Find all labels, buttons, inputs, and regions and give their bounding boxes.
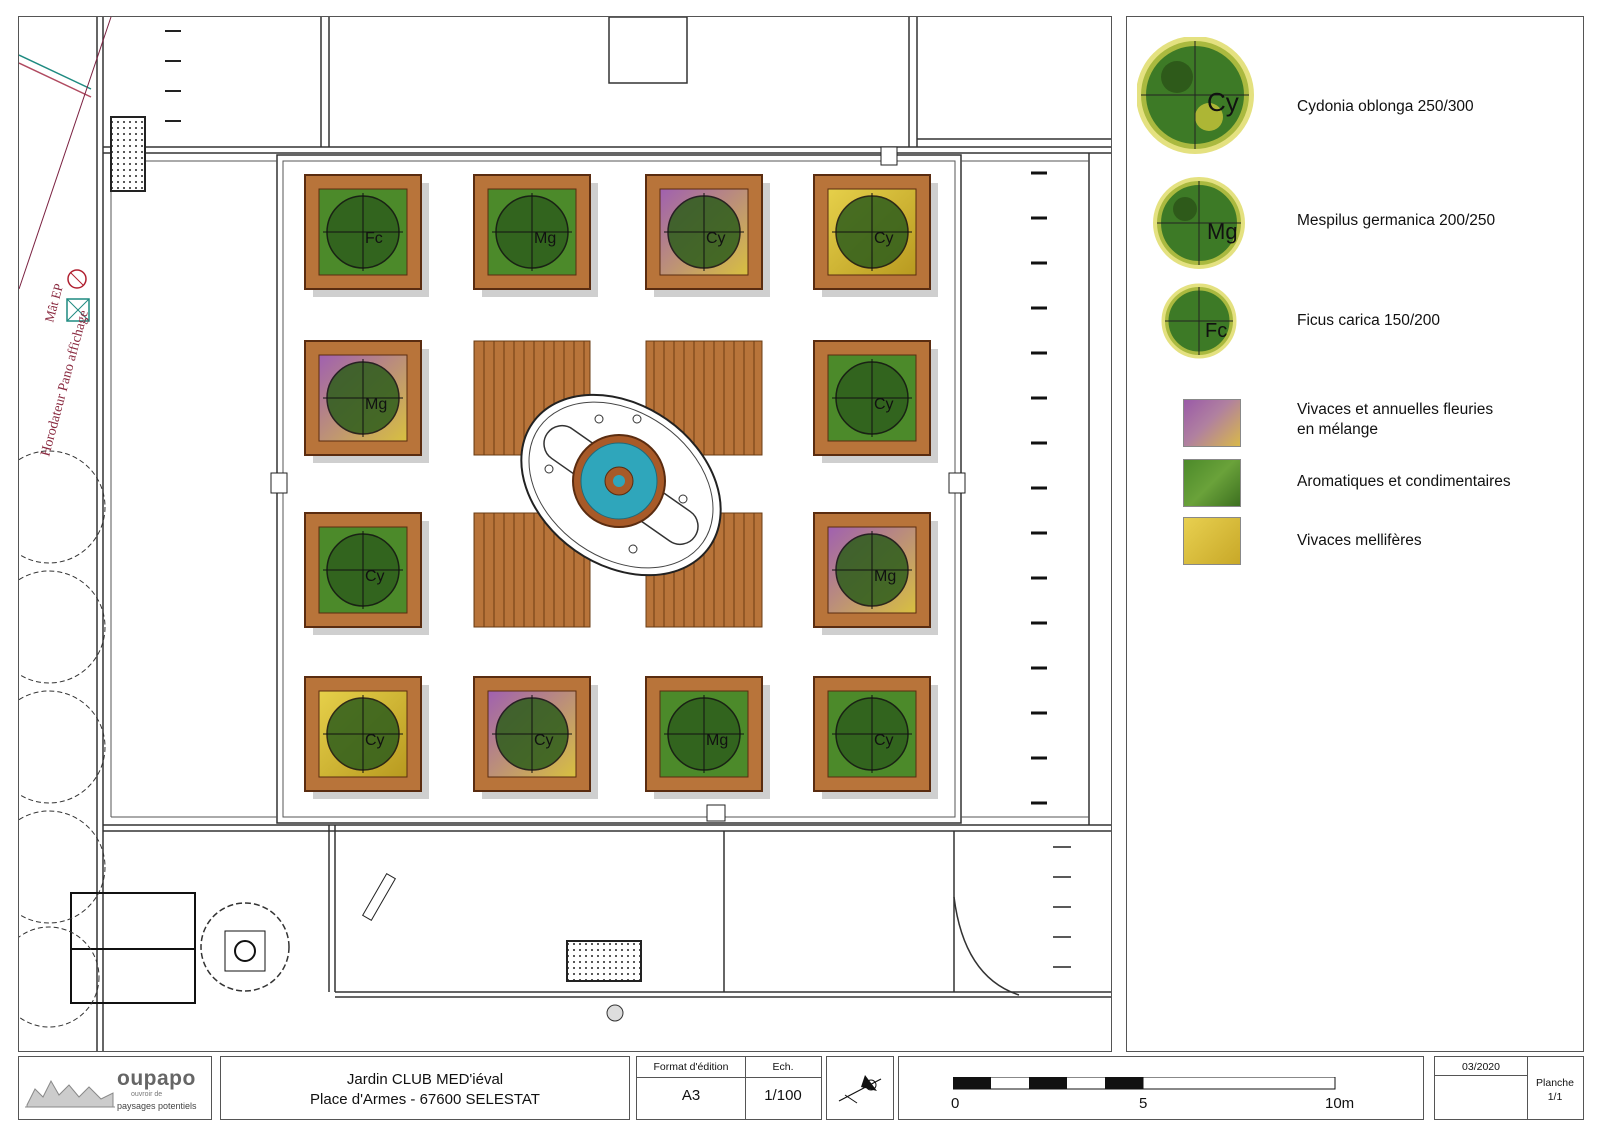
scale-value: 1/100: [764, 1087, 802, 1104]
logo-small: ouvroir de: [131, 1091, 163, 1098]
planter-box: Cy: [645, 174, 770, 297]
tree-code-label: Mg: [874, 568, 896, 585]
yellow-swatch-icon: [1183, 517, 1241, 565]
planter-box: Mg: [645, 676, 770, 799]
tree-canopy-outline: [200, 902, 290, 992]
legend-panel: Cy Cydonia oblonga 250/300 Mg Mespilus g…: [1126, 16, 1584, 1052]
tree-code-label: Cy: [534, 732, 554, 749]
date: 03/2020: [1462, 1061, 1500, 1073]
sheet-value: 1/1: [1547, 1091, 1563, 1103]
legend-item-cydonia: Cy Cydonia oblonga 250/300: [1127, 37, 1583, 157]
purple-swatch-icon: [1183, 399, 1241, 447]
format-label: Format d'édition: [653, 1061, 729, 1073]
scale-tick-5: 5: [1139, 1095, 1148, 1112]
planter-box: Mg: [473, 174, 598, 297]
legend-label: Ficus carica 150/200: [1297, 312, 1441, 329]
scale-label: Ech.: [772, 1061, 794, 1073]
central-fountain: [520, 393, 722, 577]
planter-box: Cy: [304, 512, 429, 635]
legend-item-mespilus: Mg Mespilus germanica 200/250: [1127, 177, 1583, 269]
tree-symbol-icon: Cy: [1137, 37, 1254, 154]
project-cell: Jardin CLUB MED'iéval Place d'Armes - 67…: [220, 1056, 630, 1120]
scale-tick-10: 10m: [1325, 1095, 1355, 1112]
legend-label: Cydonia oblonga 250/300: [1297, 98, 1474, 115]
tree-code-label: Cy: [874, 230, 894, 247]
legend-label: Vivaces et annuelles fleuries en mélange: [1297, 401, 1494, 438]
legend-label: Vivaces mellifères: [1297, 532, 1422, 549]
logo-sketch-icon: [25, 1079, 115, 1108]
tree-code-label: Cy: [706, 230, 726, 247]
svg-text:Fc: Fc: [1205, 320, 1227, 342]
legend-label: Aromatiques et condimentaires: [1297, 473, 1511, 490]
tree-code-label: Mg: [706, 732, 728, 749]
drain-icon: [606, 1004, 624, 1022]
handwritten-note: Horodateur Pano affichage: [38, 309, 91, 458]
walls: [96, 17, 1111, 1051]
legend-item-aromatiques: Aromatiques et condimentaires: [1127, 459, 1583, 509]
tree-symbol-icon: Fc: [1161, 283, 1237, 359]
green-swatch-icon: [1183, 459, 1241, 507]
project-address: Place d'Armes - 67600 SELESTAT: [310, 1091, 540, 1108]
sheet-label: Planche: [1536, 1077, 1574, 1089]
tree-code-label: Fc: [365, 230, 383, 247]
scale-bar: [953, 1077, 1336, 1090]
north-arrow-icon: [838, 1075, 882, 1104]
format-scale-cell: Format d'édition Ech. A3 1/100: [636, 1056, 822, 1120]
bollards: [1031, 171, 1047, 805]
logo-name: oupapo: [117, 1067, 196, 1090]
planter-box: Cy: [304, 676, 429, 799]
planter-box: Mg: [304, 340, 429, 463]
parking-marks-right: [1053, 846, 1071, 968]
svg-text:Mg: Mg: [1207, 219, 1238, 244]
scale-bar-cell: 0 5 10m: [898, 1056, 1424, 1120]
legend-item-mellifères: Vivaces mellifères: [1127, 517, 1583, 567]
bench-diagonal: [361, 873, 397, 921]
planter-box: Fc: [304, 174, 429, 297]
tree-code-label: Cy: [874, 396, 894, 413]
logo-cell: oupapo ouvroir de paysages potentiels: [18, 1056, 212, 1120]
legend-item-vivaces-fleuries: Vivaces et annuelles fleuries en mélange: [1127, 399, 1583, 449]
svg-text:Cy: Cy: [1207, 87, 1239, 117]
planter-box: Mg: [813, 512, 938, 635]
handwritten-mat-note: Mât EP: [41, 282, 66, 324]
left-signage: [19, 17, 112, 322]
dotted-pad-bottom: [566, 940, 642, 982]
format-value: A3: [681, 1087, 701, 1104]
date-sheet-cell: 03/2020 Planche 1/1: [1434, 1056, 1584, 1120]
legend-label: Mespilus germanica 200/250: [1297, 212, 1496, 229]
tree-code-label: Cy: [365, 732, 385, 749]
legend-item-ficus: Fc Ficus carica 150/200: [1127, 283, 1583, 359]
logo-tagline: paysages potentiels: [117, 1101, 197, 1111]
north-arrow-cell: [826, 1056, 894, 1120]
benches-bottom-left: [70, 892, 266, 1004]
dotted-pad-top: [110, 116, 146, 192]
tree-code-label: Mg: [365, 396, 387, 413]
planter-box: Cy: [813, 174, 938, 297]
planter-box: Cy: [813, 340, 938, 463]
planter-box: Cy: [813, 676, 938, 799]
scale-tick-0: 0: [951, 1095, 960, 1112]
tree-code-label: Cy: [874, 732, 894, 749]
tree-code-label: Mg: [534, 230, 556, 247]
planter-box: Cy: [473, 676, 598, 799]
project-title: Jardin CLUB MED'iéval: [346, 1071, 504, 1088]
parking-marks-top: [165, 30, 181, 122]
left-trees: [19, 450, 106, 1028]
tree-code-label: Cy: [365, 568, 385, 585]
tree-symbol-icon: Mg: [1153, 177, 1245, 269]
